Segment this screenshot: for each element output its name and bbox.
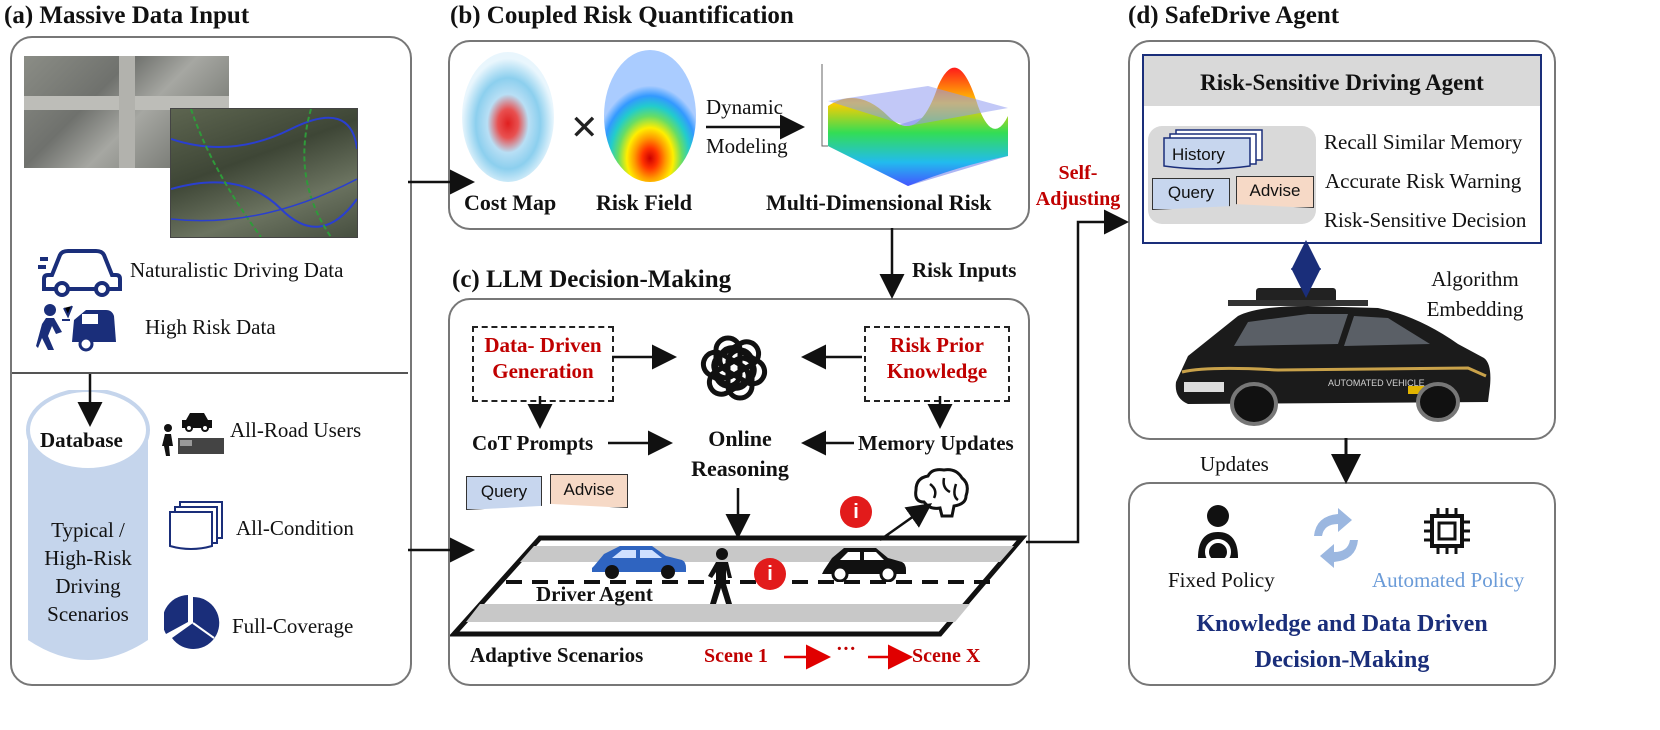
database-cylinder <box>26 388 150 672</box>
crash-icon <box>36 302 116 357</box>
self-adjusting-label: Self-Adjusting <box>1035 162 1121 210</box>
risk-inputs-label: Risk Inputs <box>912 258 1017 282</box>
driver-wheel-icon <box>1192 504 1244 569</box>
car-icon <box>38 245 122 302</box>
all-condition-label: All-Condition <box>236 516 354 540</box>
road-users-icon <box>160 410 226 463</box>
cost-map-image <box>462 52 554 182</box>
decision-label: Risk-Sensitive Decision <box>1324 208 1527 232</box>
high-risk-label: High Risk Data <box>145 315 276 339</box>
agent-header: Risk-Sensitive Driving Agent <box>1144 56 1540 106</box>
recall-label: Recall Similar Memory <box>1324 130 1523 154</box>
pedestrian-icon <box>706 548 740 611</box>
dynamic-label: Dynamic <box>706 95 783 119</box>
naturalistic-driving-label: Naturalistic Driving Data <box>130 258 344 282</box>
svg-text:AUTOMATED VEHICLE: AUTOMATED VEHICLE <box>1328 378 1425 388</box>
query-note-c: Query <box>466 476 542 510</box>
query-note-d: Query <box>1152 178 1230 210</box>
panel-a-title: (a) Massive Data Input <box>4 2 250 29</box>
fixed-policy-label: Fixed Policy <box>1168 568 1275 592</box>
cost-map-label: Cost Map <box>464 190 557 215</box>
blue-car-icon <box>590 540 688 585</box>
history-label: History <box>1172 145 1225 164</box>
scene-x-label: Scene X <box>912 645 981 667</box>
automated-policy-label: Automated Policy <box>1372 568 1525 592</box>
scene-1-label: Scene 1 <box>704 645 768 667</box>
info-badge-car: i <box>840 496 872 528</box>
panel-b-title: (b) Coupled Risk Quantification <box>450 2 794 29</box>
full-coverage-label: Full-Coverage <box>232 614 354 638</box>
memory-updates-label: Memory Updates <box>858 431 1014 455</box>
pages-icon <box>166 500 226 563</box>
history-stack <box>1162 128 1266 177</box>
aerial-image-2 <box>170 108 358 238</box>
scenarios-label: Typical / High-Risk Driving Scenarios <box>44 518 132 626</box>
scene-ellipsis: ··· <box>836 638 857 660</box>
refresh-cycle-icon <box>1304 506 1368 575</box>
multi-risk-surface <box>808 46 1018 201</box>
all-road-users-label: All-Road Users <box>230 418 362 442</box>
database-label: Database <box>40 428 123 452</box>
chip-icon <box>1422 506 1472 561</box>
driver-agent-label: Driver Agent <box>536 582 653 606</box>
adaptive-scenarios-label: Adaptive Scenarios <box>470 643 644 667</box>
panel-c-title: (c) LLM Decision-Making <box>452 266 732 293</box>
cot-prompts-label: CoT Prompts <box>472 431 594 455</box>
multiply-icon: ✕ <box>570 110 599 147</box>
brain-icon <box>912 468 972 523</box>
multi-risk-label: Multi-Dimensional Risk <box>766 190 992 215</box>
llm-logo-icon <box>694 328 774 413</box>
modeling-label: Modeling <box>706 134 788 158</box>
advise-note-c: Advise <box>550 474 628 508</box>
updates-label: Updates <box>1200 452 1269 476</box>
panel-d-title: (d) SafeDrive Agent <box>1128 2 1340 29</box>
advise-note-d: Advise <box>1236 176 1314 208</box>
pie-icon <box>162 594 222 657</box>
info-badge-pedestrian: i <box>754 558 786 590</box>
risk-field-label: Risk Field <box>596 190 692 215</box>
warning-label: Accurate Risk Warning <box>1325 169 1522 193</box>
autonomous-car-image: AUTOMATED VEHICLE <box>1168 286 1498 431</box>
black-car-icon <box>820 540 908 587</box>
panel-a-divider <box>12 372 408 374</box>
risk-field-image <box>604 50 696 182</box>
